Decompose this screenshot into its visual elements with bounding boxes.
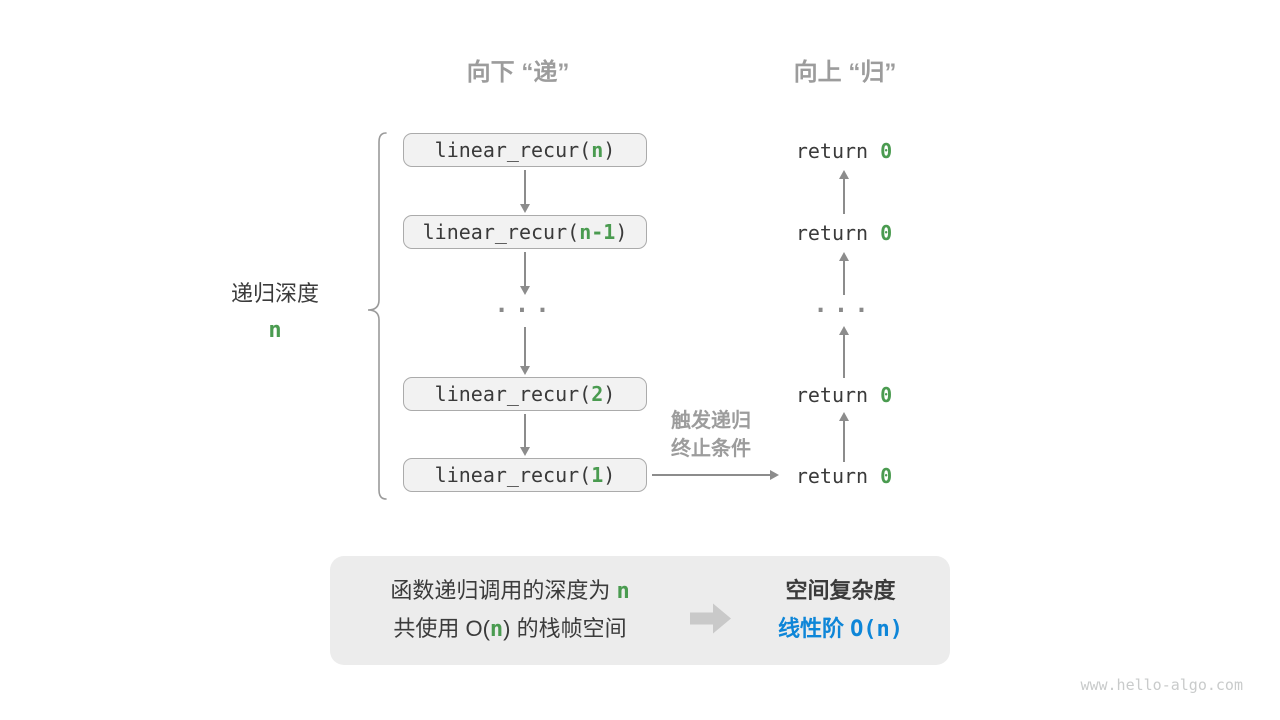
up-arrow: [838, 326, 849, 378]
down-arrow: [519, 252, 530, 295]
base-case-arrow: [652, 469, 779, 480]
summary-panel: [330, 556, 950, 665]
summary-text: ) 的栈帧空间: [503, 616, 627, 641]
return-text: return: [795, 139, 881, 163]
call-box-n: linear_recur(n): [403, 133, 647, 167]
recursion-depth-brace: [367, 132, 387, 500]
call-arg: n-1: [579, 220, 616, 244]
summary-text: 函数递归调用的深度为: [390, 578, 617, 603]
return-text: return: [795, 464, 881, 488]
return-text: return: [795, 221, 881, 245]
return-text: return: [795, 383, 881, 407]
implies-arrow-icon: [690, 603, 731, 634]
call-text: ): [603, 463, 616, 487]
result-label: 线性阶: [777, 616, 851, 641]
up-arrow: [838, 170, 849, 214]
return-value: 0: [880, 221, 893, 245]
call-arg: 1: [591, 463, 604, 487]
space-complexity-title: 空间复杂度: [785, 578, 896, 603]
header-descend: 向下 “递”: [466, 59, 570, 86]
call-text: linear_recur(: [434, 382, 592, 406]
summary-space-line: 共使用 O(n) 的栈帧空间: [340, 615, 680, 643]
call-box-n-1: linear_recur(n-1): [403, 215, 647, 249]
up-arrow: [838, 252, 849, 295]
trigger-note-line1: 触发递归: [671, 410, 751, 432]
call-arg: 2: [591, 382, 604, 406]
summary-text: 共使用 O(: [393, 616, 490, 641]
call-text: linear_recur(: [434, 138, 592, 162]
return-row: return 0: [764, 139, 924, 163]
return-row: return 0: [764, 464, 924, 488]
space-complexity-result: 线性阶 O(n): [758, 615, 923, 643]
watermark: www.hello-algo.com: [1080, 676, 1243, 694]
return-row: return 0: [764, 221, 924, 245]
call-text: ): [603, 382, 616, 406]
down-arrow: [519, 327, 530, 375]
header-ascend: 向上 “归”: [793, 59, 897, 86]
call-text: linear_recur(: [422, 220, 580, 244]
call-box-2: linear_recur(2): [403, 377, 647, 411]
call-text: ): [615, 220, 628, 244]
call-text: linear_recur(: [434, 463, 592, 487]
ellipsis-left: ···: [494, 296, 556, 324]
down-arrow: [519, 170, 530, 213]
trigger-note-line2: 终止条件: [671, 438, 751, 460]
summary-depth-value: n: [616, 579, 630, 604]
summary-depth-line: 函数递归调用的深度为 n: [340, 577, 680, 605]
recursion-depth-value: n: [268, 318, 282, 343]
return-value: 0: [880, 139, 893, 163]
up-arrow: [838, 412, 849, 462]
ellipsis-right: ···: [813, 296, 875, 324]
return-row: return 0: [764, 383, 924, 407]
summary-space-value: n: [489, 617, 504, 642]
down-arrow: [519, 414, 530, 456]
recursion-depth-label: 递归深度: [230, 281, 319, 306]
return-value: 0: [880, 383, 893, 407]
call-box-1: linear_recur(1): [403, 458, 647, 492]
call-arg: n: [591, 138, 604, 162]
result-code: O(n): [850, 617, 904, 642]
return-value: 0: [880, 464, 893, 488]
call-text: ): [603, 138, 616, 162]
